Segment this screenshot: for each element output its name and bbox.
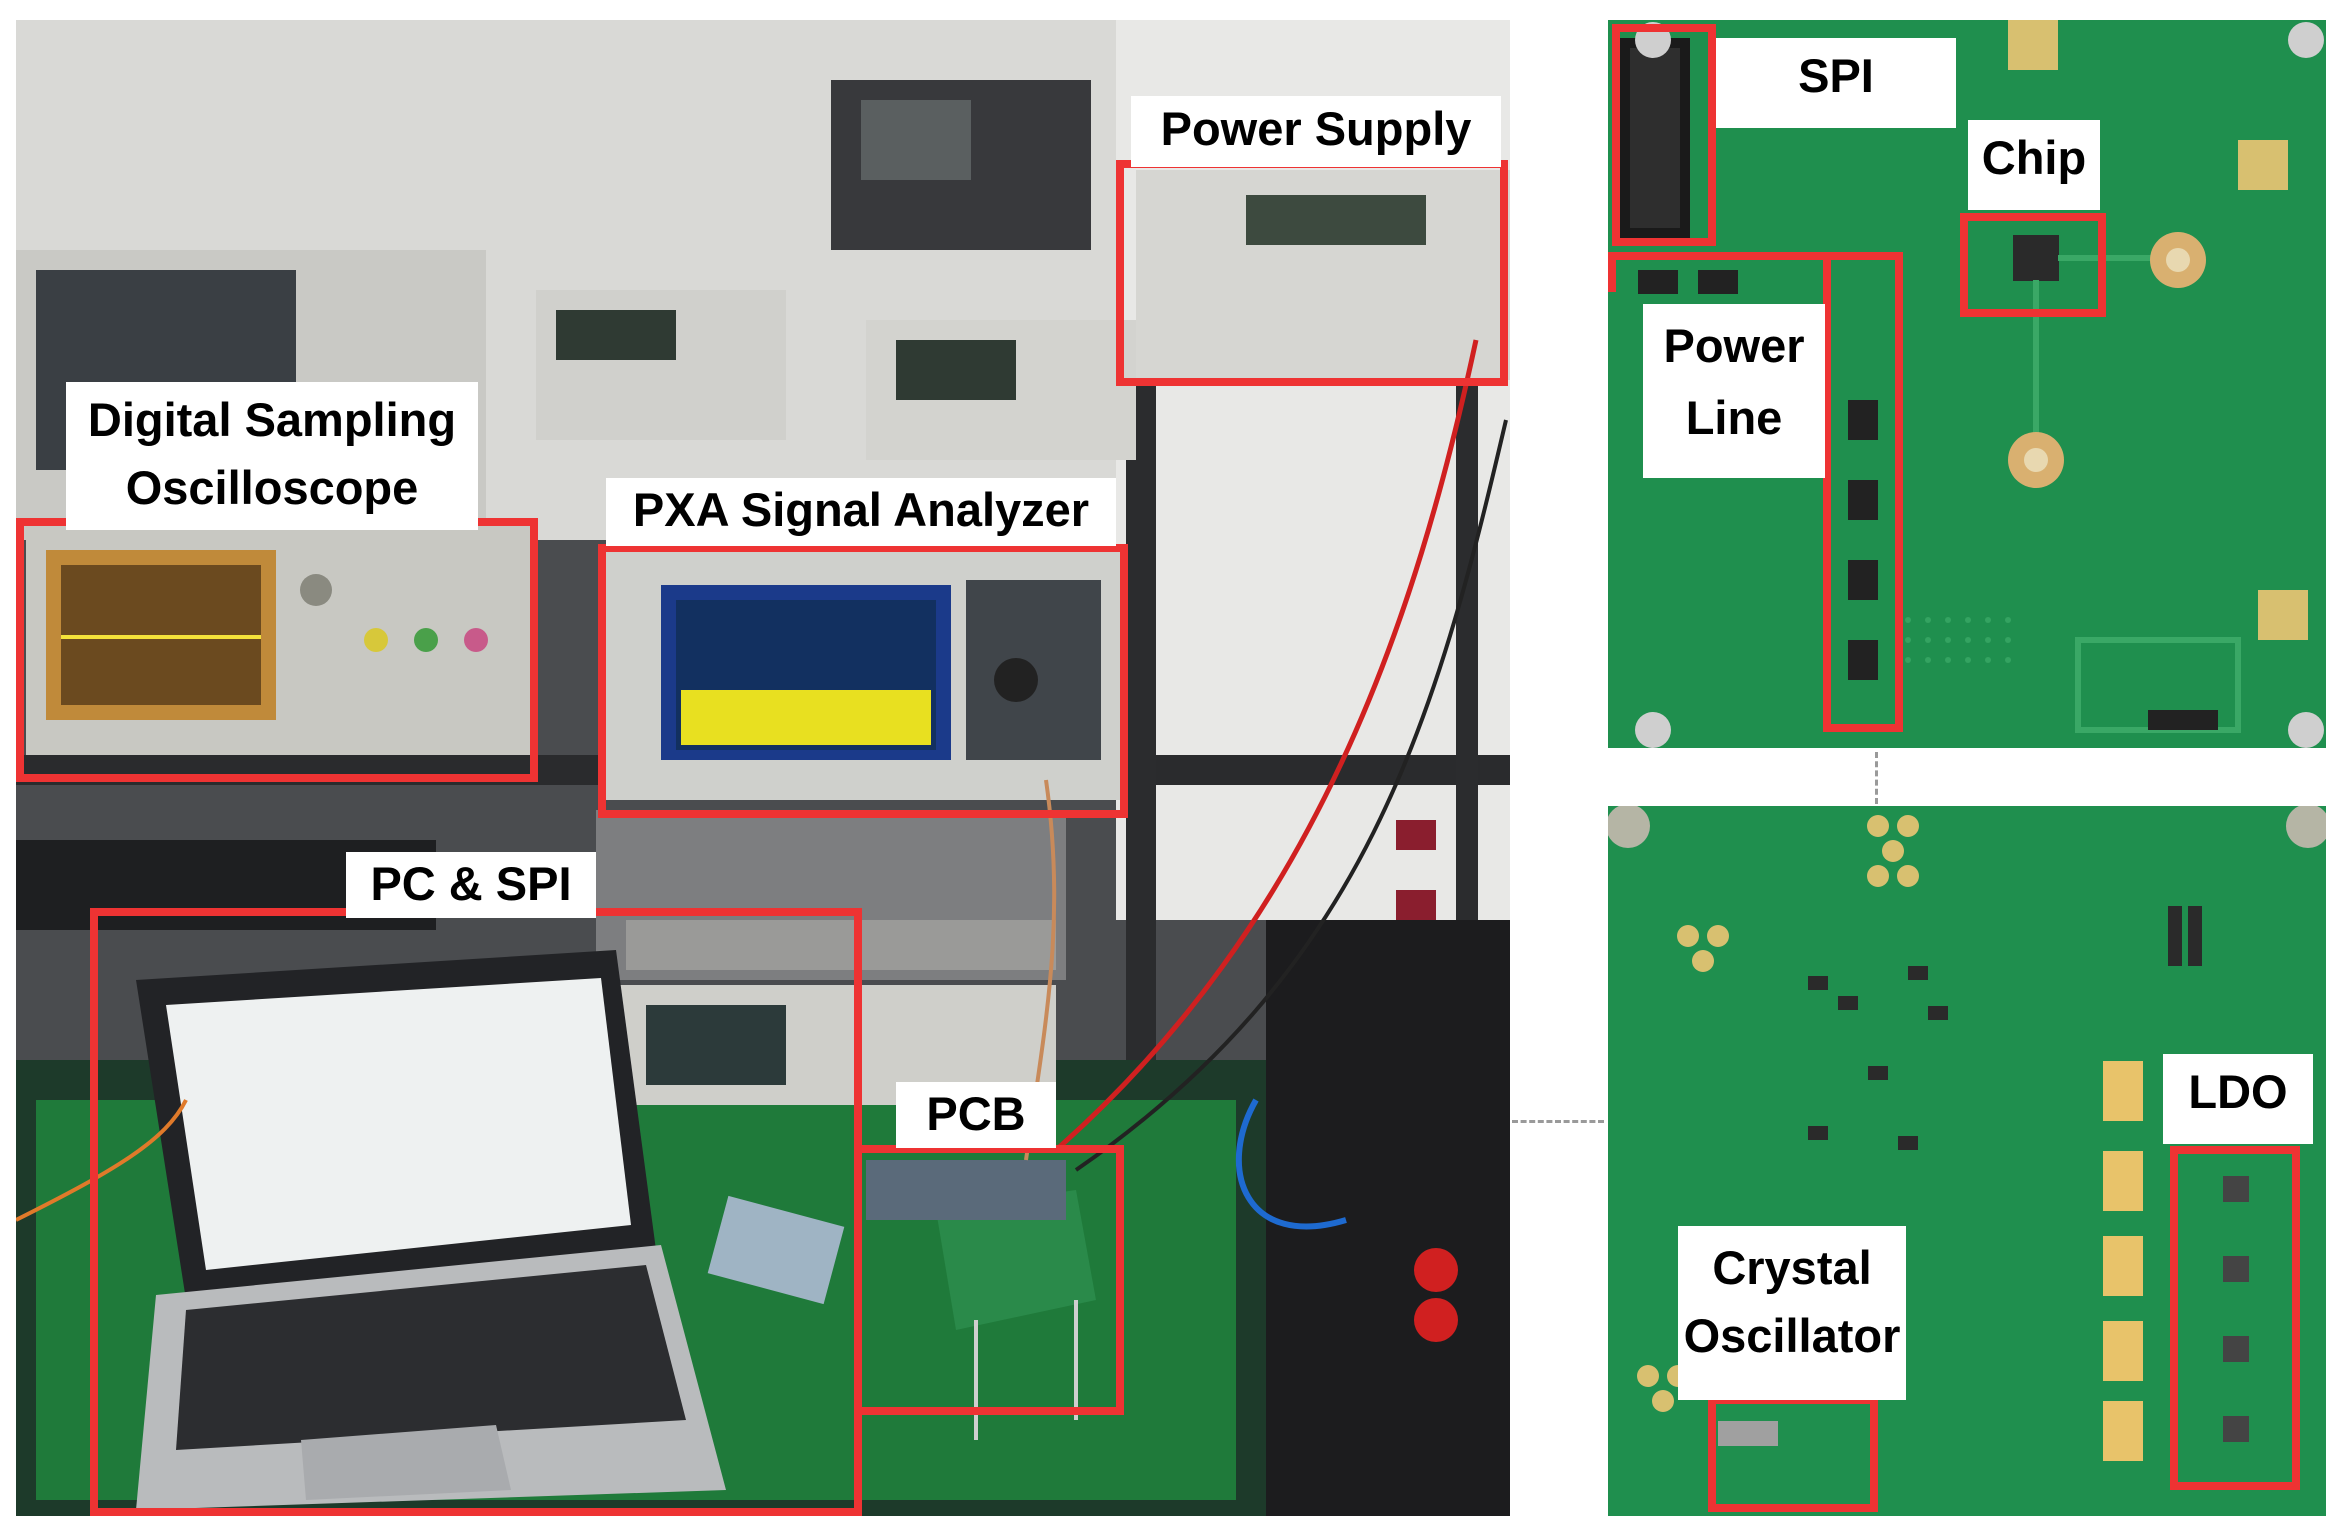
pcb-box xyxy=(854,1145,1124,1415)
power-line-label: Power Line xyxy=(1643,304,1825,478)
pcb-text: PCB xyxy=(926,1087,1026,1140)
pc-spi-box xyxy=(90,908,862,1516)
chip-text: Chip xyxy=(1981,131,2087,184)
digital-sampling-oscilloscope-label: Digital Sampling Oscilloscope xyxy=(66,382,478,530)
spi-box xyxy=(1612,24,1716,246)
pc-spi-label: PC & SPI xyxy=(346,852,596,918)
crystal-oscillator-label: Crystal Oscillator xyxy=(1678,1226,1906,1400)
power-supply-box xyxy=(1116,160,1508,386)
pxa-signal-analyzer-label: PXA Signal Analyzer xyxy=(606,478,1116,546)
lab-bench-illustration xyxy=(16,20,1510,1516)
spi-text: SPI xyxy=(1798,49,1874,102)
ldo-box xyxy=(2170,1146,2300,1490)
power-line-column-box xyxy=(1823,252,1903,732)
ldo-label: LDO xyxy=(2163,1054,2313,1144)
dashed-connector-horizontal xyxy=(1512,1120,1604,1123)
crystal-text: Crystal xyxy=(1712,1241,1872,1294)
lab-bench-photo: Power Supply Digital Sampling Oscillosco… xyxy=(16,20,1510,1516)
pxa-text: PXA Signal Analyzer xyxy=(632,483,1090,536)
pcb-label: PCB xyxy=(896,1082,1056,1148)
oscilloscope-box xyxy=(16,518,538,782)
chip-label: Chip xyxy=(1968,120,2100,210)
pcb-top-photo: SPI Chip Power Line xyxy=(1608,20,2326,748)
pxa-box xyxy=(598,544,1128,818)
power-supply-label: Power Supply xyxy=(1131,96,1501,167)
crystal-oscillator-box xyxy=(1708,1396,1878,1512)
power-text: Power xyxy=(1663,319,1805,372)
line-text: Line xyxy=(1685,391,1783,444)
pcb-bottom-illustration xyxy=(1608,806,2326,1516)
oscillator-text: Oscillator xyxy=(1683,1309,1901,1362)
oscilloscope-text: Oscilloscope xyxy=(125,461,419,514)
spi-label: SPI xyxy=(1716,38,1956,128)
dashed-connector-vertical xyxy=(1875,752,1878,804)
digital-sampling-text: Digital Sampling xyxy=(87,393,457,446)
chip-box xyxy=(1960,213,2106,317)
pc-spi-text: PC & SPI xyxy=(370,857,572,910)
pcb-bottom-photo: LDO Crystal Oscillator xyxy=(1608,806,2326,1516)
ldo-text: LDO xyxy=(2188,1065,2288,1118)
power-supply-text: Power Supply xyxy=(1160,102,1472,155)
